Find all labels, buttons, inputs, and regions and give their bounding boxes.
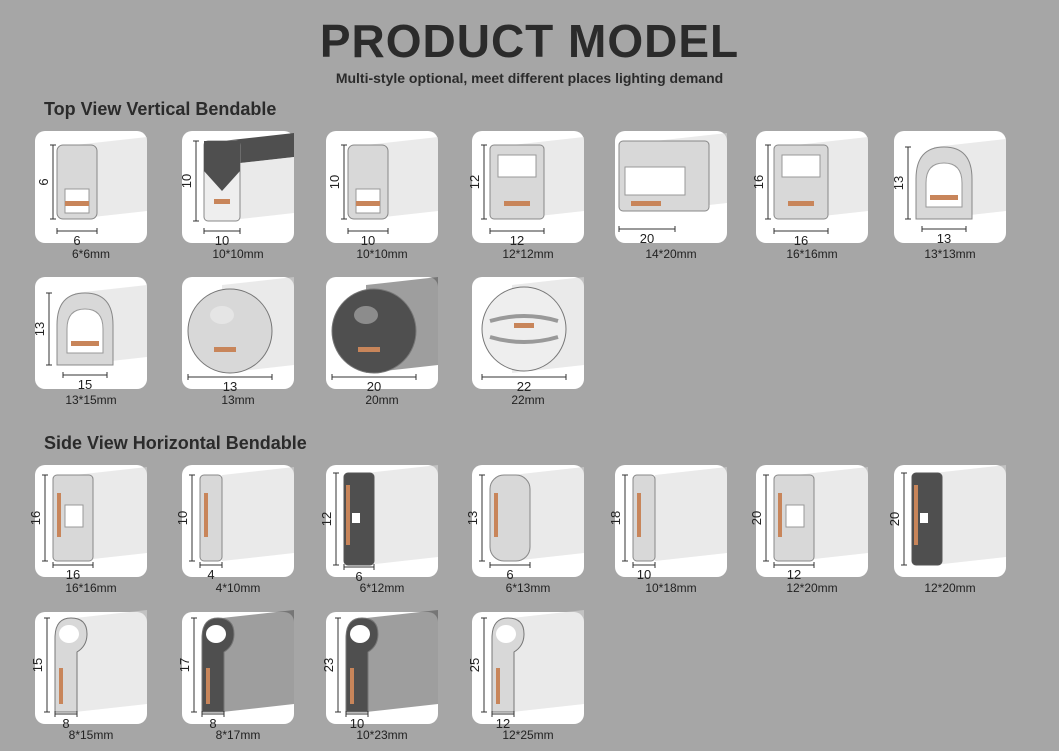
product-image-4x10mm: 10 4: [175, 465, 294, 582]
product-image-16x16mm: 16 16: [751, 131, 868, 248]
svg-text:13: 13: [937, 231, 951, 246]
svg-text:17: 17: [177, 658, 192, 672]
page-title: PRODUCT MODEL: [319, 15, 740, 67]
product-image-13x15mm: 13 15: [32, 277, 147, 392]
svg-text:12: 12: [510, 233, 524, 248]
svg-text:10: 10: [361, 233, 375, 248]
svg-text:6: 6: [506, 567, 513, 582]
svg-text:22: 22: [517, 379, 531, 394]
product-size-label: 16*16mm: [65, 581, 117, 595]
svg-text:4: 4: [207, 567, 214, 582]
svg-text:10: 10: [350, 716, 364, 731]
product-image-12x20mm: 20 12: [749, 465, 868, 582]
svg-text:23: 23: [321, 658, 336, 672]
svg-text:20: 20: [640, 231, 654, 246]
product-image-13x13mm: 13 13: [891, 131, 1006, 246]
product-image-6x13mm: 13 6: [465, 465, 584, 582]
product-image-12x25mm: 25 12: [467, 610, 584, 731]
svg-text:10: 10: [215, 233, 229, 248]
svg-text:18: 18: [608, 511, 623, 525]
svg-text:12: 12: [787, 567, 801, 582]
product-size-label: 8*15mm: [68, 728, 114, 742]
product-size-label: 10*23mm: [356, 728, 408, 742]
product-image-6x12mm: 12 6: [319, 465, 438, 584]
svg-text:12: 12: [319, 512, 334, 526]
product-size-label: 13*13mm: [924, 247, 976, 261]
product-size-label: 10*18mm: [645, 581, 697, 595]
product-image-12x20mm: 20: [887, 465, 1006, 577]
svg-text:16: 16: [28, 511, 43, 525]
product-image-14x20mm: 20: [615, 131, 727, 246]
svg-text:16: 16: [794, 233, 808, 248]
product-size-label: 6*13mm: [505, 581, 551, 595]
product-image-12x12mm: 12 12: [467, 131, 584, 248]
product-image-16x16mm: 16 16: [28, 465, 147, 582]
svg-text:25: 25: [467, 658, 482, 672]
svg-text:10: 10: [179, 174, 194, 188]
svg-text:16: 16: [66, 567, 80, 582]
product-size-label: 10*10mm: [356, 247, 408, 261]
svg-text:20: 20: [749, 511, 764, 525]
product-size-label: 10*10mm: [212, 247, 264, 261]
product-size-label: 12*25mm: [502, 728, 554, 742]
svg-text:6: 6: [36, 178, 51, 185]
svg-text:10: 10: [327, 175, 342, 189]
product-size-label: 6*6mm: [71, 247, 110, 261]
product-size-label: 22mm: [511, 393, 545, 407]
svg-text:20: 20: [367, 379, 381, 394]
product-size-label: 14*20mm: [645, 247, 697, 261]
svg-text:13: 13: [891, 176, 906, 190]
svg-text:16: 16: [751, 175, 766, 189]
section-heading-side-view: Side View Horizontal Bendable: [44, 433, 307, 453]
product-image-10x10mm: 10 10: [179, 131, 294, 248]
product-size-label: 4*10mm: [215, 581, 261, 595]
product-image-10x18mm: 18 10: [608, 465, 727, 582]
svg-text:13: 13: [465, 511, 480, 525]
product-image-22mm: 22: [472, 277, 584, 394]
product-size-label: 20mm: [365, 393, 399, 407]
product-size-label: 6*12mm: [359, 581, 405, 595]
product-image-6x6mm: 6 6: [35, 131, 147, 248]
product-image-8x17mm: 17 8: [177, 610, 294, 731]
product-size-label: 13*15mm: [65, 393, 117, 407]
product-size-label: 12*20mm: [786, 581, 838, 595]
svg-text:12: 12: [496, 716, 510, 731]
section-heading-top-view: Top View Vertical Bendable: [44, 99, 277, 119]
product-size-label: 12*20mm: [924, 581, 976, 595]
product-image-20mm: 20: [326, 277, 438, 394]
svg-text:6: 6: [73, 233, 80, 248]
svg-text:20: 20: [887, 512, 902, 526]
product-size-label: 12*12mm: [502, 247, 554, 261]
svg-text:13: 13: [32, 322, 47, 336]
svg-text:10: 10: [637, 567, 651, 582]
svg-text:6: 6: [355, 569, 362, 584]
svg-text:15: 15: [78, 377, 92, 392]
product-size-label: 13mm: [221, 393, 255, 407]
svg-text:15: 15: [30, 658, 45, 672]
product-image-13mm: 13: [182, 277, 294, 394]
svg-text:8: 8: [62, 716, 69, 731]
page-subtitle: Multi-style optional, meet different pla…: [335, 70, 724, 86]
product-size-label: 8*17mm: [215, 728, 261, 742]
product-size-label: 16*16mm: [786, 247, 838, 261]
svg-text:12: 12: [467, 175, 482, 189]
product-image-10x10mm: 10 10: [326, 131, 438, 248]
product-image-10x23mm: 23 10: [321, 610, 438, 731]
product-image-8x15mm: 15 8: [30, 610, 147, 731]
svg-text:13: 13: [223, 379, 237, 394]
svg-text:10: 10: [175, 511, 190, 525]
svg-text:8: 8: [209, 716, 216, 731]
